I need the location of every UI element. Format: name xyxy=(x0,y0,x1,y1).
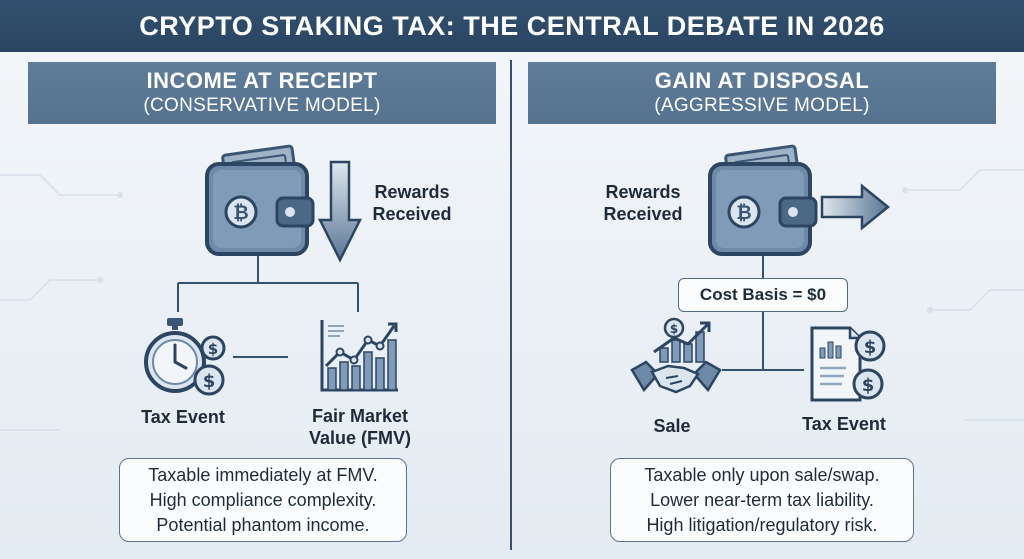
right-tax-event-label: Tax Event xyxy=(802,414,886,434)
stopwatch-icon: $ $ xyxy=(144,318,226,396)
wallet-icon: ₿ xyxy=(205,144,315,256)
right-summary-line: Taxable only upon sale/swap. xyxy=(644,464,880,485)
document-icon: $ $ xyxy=(810,326,886,402)
handshake-icon: $ xyxy=(630,317,722,394)
right-rewards-label: Rewards Received xyxy=(603,182,683,224)
right-summary-box: Taxable only upon sale/swap. Lower near-… xyxy=(610,458,914,542)
left-summary-line: Taxable immediately at FMV. xyxy=(148,464,378,485)
wallet-icon: ₿ xyxy=(708,144,818,256)
dollar-coin-icon: $ $ xyxy=(852,330,886,400)
bar-chart-icon xyxy=(320,320,398,392)
cost-basis-label: Cost Basis = $0 xyxy=(678,278,848,312)
left-summary-box: Taxable immediately at FMV. High complia… xyxy=(119,458,407,542)
right-arrow-icon xyxy=(820,183,890,231)
center-divider xyxy=(510,60,512,550)
down-arrow-icon xyxy=(317,160,363,263)
svg-text:₿: ₿ xyxy=(233,202,248,224)
left-fmv-label: Fair Market Value (FMV) xyxy=(308,406,411,448)
left-panel-header: INCOME AT RECEIPT (CONSERVATIVE MODEL) xyxy=(28,62,496,124)
dollar-coin-icon: $ $ xyxy=(193,335,226,396)
page-title: CRYPTO STAKING TAX: THE CENTRAL DEBATE I… xyxy=(0,0,1024,52)
left-header-subtitle: (CONSERVATIVE MODEL) xyxy=(143,95,381,116)
sale-label: Sale xyxy=(653,416,691,436)
right-header-title: GAIN AT DISPOSAL xyxy=(654,68,870,93)
right-summary-line: Lower near-term tax liability. xyxy=(650,489,874,510)
right-header-subtitle: (AGGRESSIVE MODEL) xyxy=(654,95,870,116)
left-summary-line: High compliance complexity. xyxy=(149,489,377,510)
svg-text:$: $ xyxy=(203,371,216,392)
svg-text:₿: ₿ xyxy=(736,202,751,224)
bitcoin-icon: ₿ xyxy=(727,195,761,229)
right-summary-line: High litigation/regulatory risk. xyxy=(646,514,878,535)
bitcoin-icon: ₿ xyxy=(224,195,258,229)
left-rewards-label: Rewards Received xyxy=(372,182,452,224)
svg-text:$: $ xyxy=(208,340,218,358)
svg-text:$: $ xyxy=(670,322,678,336)
left-tax-event-label: Tax Event xyxy=(141,407,225,427)
svg-text:$: $ xyxy=(864,337,877,358)
left-header-title: INCOME AT RECEIPT xyxy=(146,68,378,93)
right-panel-header: GAIN AT DISPOSAL (AGGRESSIVE MODEL) xyxy=(528,62,996,124)
svg-text:$: $ xyxy=(862,375,875,396)
left-summary-line: Potential phantom income. xyxy=(156,514,370,535)
